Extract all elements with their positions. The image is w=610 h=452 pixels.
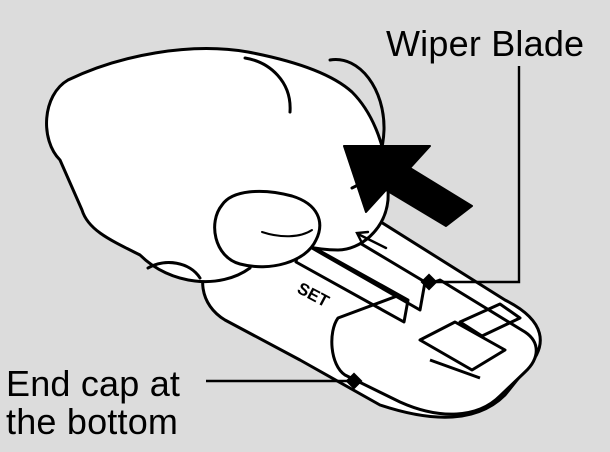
slide-arrow-icon: [355, 230, 388, 250]
hand: [45, 47, 390, 284]
direction-arrow-icon: [343, 145, 473, 227]
end-cap-leader: [206, 372, 363, 390]
end-cap-label-line-1: End cap at: [6, 363, 181, 404]
end-cap-label-line-2: the bottom: [6, 401, 179, 442]
wiper-blade-leader: [420, 66, 521, 291]
wiper-blade-label: Wiper Blade: [386, 23, 585, 64]
